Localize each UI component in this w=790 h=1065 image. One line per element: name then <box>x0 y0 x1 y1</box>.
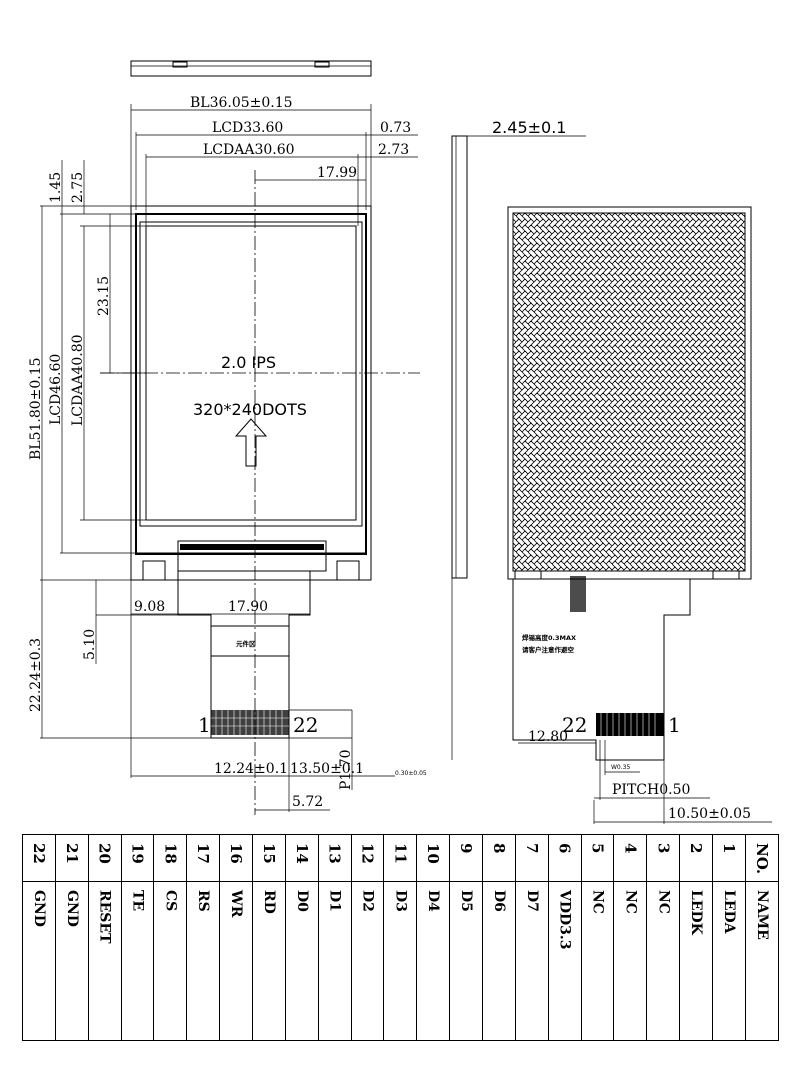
front-pin-first-label: 1 <box>198 713 211 737</box>
pin-number: 16 <box>227 843 246 864</box>
pin-name: D5 <box>458 890 475 912</box>
top-offset-2-label: 2.75 <box>70 172 86 203</box>
header-name: NAME <box>753 890 770 940</box>
lcd-offset-label: 0.73 <box>380 120 411 136</box>
lcd-height-label: LCD46.60 <box>48 354 64 425</box>
mechanical-drawing: BL36.05±0.15 LCD33.60 0.73 LCDAA30.60 2.… <box>28 60 772 824</box>
pin-name: D2 <box>359 890 376 912</box>
resolution-label: 320*240DOTS <box>193 400 307 419</box>
lcd-width-label: LCD33.60 <box>212 120 283 136</box>
pin-number: 15 <box>259 843 278 864</box>
pin-number: 11 <box>391 843 410 864</box>
front-pin-last-label: 22 <box>293 713 318 737</box>
top-offset-1-label: 1.45 <box>48 172 64 203</box>
pin-name-row: GND GND RESET TE CS RS WR RD D0 D1 D2 D3… <box>22 881 780 1041</box>
back-pin-last-label: 22 <box>562 713 587 737</box>
side-view: 2.45±0.1 <box>451 118 586 760</box>
bl-width-label: BL36.05±0.15 <box>190 95 293 111</box>
pin-assignment-table: 22 21 20 19 18 17 16 15 14 13 12 11 10 9… <box>22 834 780 1041</box>
pin-number: 9 <box>457 843 476 854</box>
pin-number: 13 <box>325 843 344 864</box>
lcdaa-height-label: LCDAA40.80 <box>70 334 86 426</box>
center-offset-label: 17.99 <box>317 165 357 181</box>
pin-number: 8 <box>489 843 508 854</box>
pin-number: 2 <box>687 843 706 854</box>
pin-name: WR <box>228 890 245 918</box>
solder-note-line2: 请客户注意作避空 <box>522 645 575 654</box>
pin-number: 20 <box>95 843 114 864</box>
bl-height-label: BL51.80±0.15 <box>28 357 44 460</box>
fpc-offset-label: 5.10 <box>82 629 98 660</box>
pin-name: GND <box>63 890 80 927</box>
pad-span-label: 12.24±0.1 <box>214 761 288 777</box>
pitch-label: PITCH0.50 <box>612 782 690 798</box>
pin-name: NC <box>655 890 672 914</box>
header-no: NO. <box>752 843 771 875</box>
orientation-arrow-icon <box>234 418 268 467</box>
finger-width-label: 10.50±0.05 <box>668 806 751 822</box>
pin-number: 12 <box>358 843 377 864</box>
pin-number: 4 <box>621 843 640 854</box>
pin-name: D3 <box>392 890 409 912</box>
pin-name: LEDK <box>688 890 705 935</box>
back-pin-first-label: 1 <box>668 713 681 737</box>
pin-name: D4 <box>425 890 442 912</box>
pin-name: VDD3.3 <box>556 890 573 950</box>
pin-name: RESET <box>96 890 113 944</box>
pin-name: NC <box>589 890 606 914</box>
pin-number: 19 <box>128 843 147 864</box>
back-view: 焊锡高度0.3MAX 请客户注意作避空 22 1 12.80 W0.35 PIT… <box>507 206 772 824</box>
tail-width-label: 5.72 <box>292 794 323 810</box>
pin-number: 22 <box>29 843 48 864</box>
pad-dim-label: W0.35 <box>611 764 630 771</box>
pin-number: 17 <box>194 843 213 864</box>
pin-name: RS <box>195 890 212 912</box>
top-edge-view <box>130 60 372 77</box>
pin-number: 3 <box>654 843 673 854</box>
pin-number-row: 22 21 20 19 18 17 16 15 14 13 12 11 10 9… <box>22 834 780 882</box>
pin-name: D0 <box>293 890 310 912</box>
pin-name: D7 <box>523 890 540 912</box>
pin-number: 1 <box>719 843 738 854</box>
pin-number: 5 <box>588 843 607 854</box>
pin-number: 21 <box>62 843 81 864</box>
lcdaa-width-label: LCDAA30.60 <box>203 142 295 158</box>
solder-note-line1: 焊锡高度0.3MAX <box>522 633 576 642</box>
back-left-dim-label: 12.80 <box>528 729 568 745</box>
aa-center-height-label: 23.15 <box>96 276 112 316</box>
pin-name: RD <box>260 890 277 914</box>
pin-name: LEDA <box>720 890 737 934</box>
pin-name: D1 <box>326 890 343 912</box>
pin-name: NC <box>622 890 639 914</box>
thickness-label: 2.45±0.1 <box>492 118 566 137</box>
pad-tolerance-label: 0.30±0.05 <box>395 770 427 777</box>
pin-name: GND <box>30 890 47 927</box>
pad-width-label: 13.50±0.1 <box>290 761 364 777</box>
pin-number: 7 <box>522 843 541 854</box>
fpc-length-label: 22.24±0.3 <box>28 638 44 712</box>
pin-number: 18 <box>161 843 180 864</box>
pin-number: 14 <box>292 843 311 864</box>
pin-number: 6 <box>555 843 574 854</box>
pin-number: 10 <box>424 843 443 864</box>
display-type-label: 2.0 IPS <box>221 353 276 372</box>
pin-name: TE <box>129 890 146 912</box>
front-view: BL36.05±0.15 LCD33.60 0.73 LCDAA30.60 2.… <box>28 95 427 815</box>
pin-name: D6 <box>490 890 507 912</box>
lcdaa-offset-label: 2.73 <box>378 142 409 158</box>
fpc-width-label: 17.90 <box>228 599 268 615</box>
pitch-vertical-label: P1.70 <box>338 749 354 790</box>
fpc-left-label: 9.08 <box>134 599 165 615</box>
pin-name: CS <box>162 890 179 912</box>
component-area-label: 元件区 <box>236 639 256 648</box>
